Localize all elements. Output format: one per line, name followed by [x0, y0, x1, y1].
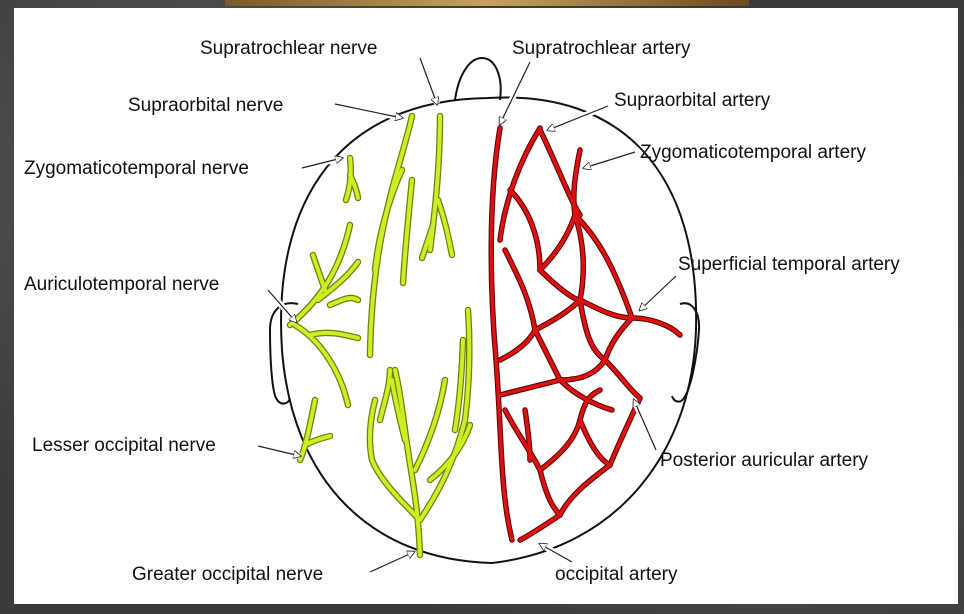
- label-posterior-auricular-artery: Posterior auricular artery: [660, 450, 869, 471]
- label-lesser-occipital-nerve: Lesser occipital nerve: [32, 435, 216, 456]
- label-supratrochlear-artery: Supratrochlear artery: [512, 38, 691, 59]
- artery-outline-layer: [491, 128, 680, 540]
- skull-outline: [281, 97, 696, 563]
- nose-outline: [455, 58, 501, 100]
- label-zygomaticotemporal-nerve: Zygomaticotemporal nerve: [24, 158, 249, 179]
- posterior-auricular-artery-branch: [605, 360, 640, 398]
- label-auriculotemporal-nerve: Auriculotemporal nerve: [24, 274, 219, 295]
- label-supratrochlear-nerve: Supratrochlear nerve: [200, 38, 377, 59]
- occipital-artery-branch: [520, 515, 560, 540]
- labels: Supratrochlear nerve Supraorbital nerve …: [24, 38, 900, 585]
- head-outline: [270, 58, 699, 563]
- label-greater-occipital-nerve: Greater occipital nerve: [132, 564, 323, 585]
- label-zygomaticotemporal-artery: Zygomaticotemporal artery: [640, 142, 866, 163]
- label-occipital-artery: occipital artery: [555, 564, 678, 585]
- arteries-group: [491, 128, 680, 540]
- label-supraorbital-nerve: Supraorbital nerve: [128, 95, 283, 116]
- label-supraorbital-artery: Supraorbital artery: [614, 90, 771, 111]
- label-superficial-temporal-artery: Superficial temporal artery: [678, 254, 900, 275]
